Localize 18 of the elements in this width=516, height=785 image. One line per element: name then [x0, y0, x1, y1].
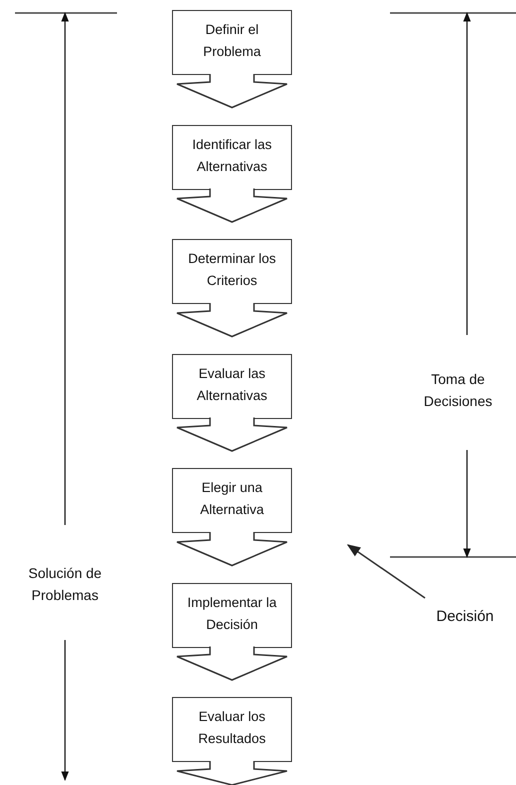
flow-arrow: [176, 73, 288, 108]
dimension-label: Solución de Problemas: [27, 564, 103, 605]
process-box: Determinar los Criterios: [172, 239, 292, 304]
process-box: Evaluar los Resultados: [172, 697, 292, 762]
process-box: Evaluar las Alternativas: [172, 354, 292, 418]
process-box: Definir el Problema: [172, 10, 292, 75]
callout-text: Decisión: [420, 606, 510, 632]
process-box: Elegir una Alternativa: [172, 468, 292, 533]
leader-line: [346, 544, 426, 599]
flow-arrow: [176, 416, 288, 452]
flow-arrow: [176, 531, 288, 566]
flow-arrow: [176, 646, 288, 681]
process-box: Identificar las Alternativas: [172, 124, 292, 190]
flow-arrow: [176, 188, 288, 223]
flow-arrow: [176, 760, 288, 785]
dimension-label: Toma de Decisiones: [422, 370, 494, 411]
process-box: Implementar la Decisión: [172, 582, 292, 648]
flow-arrow: [176, 302, 288, 338]
